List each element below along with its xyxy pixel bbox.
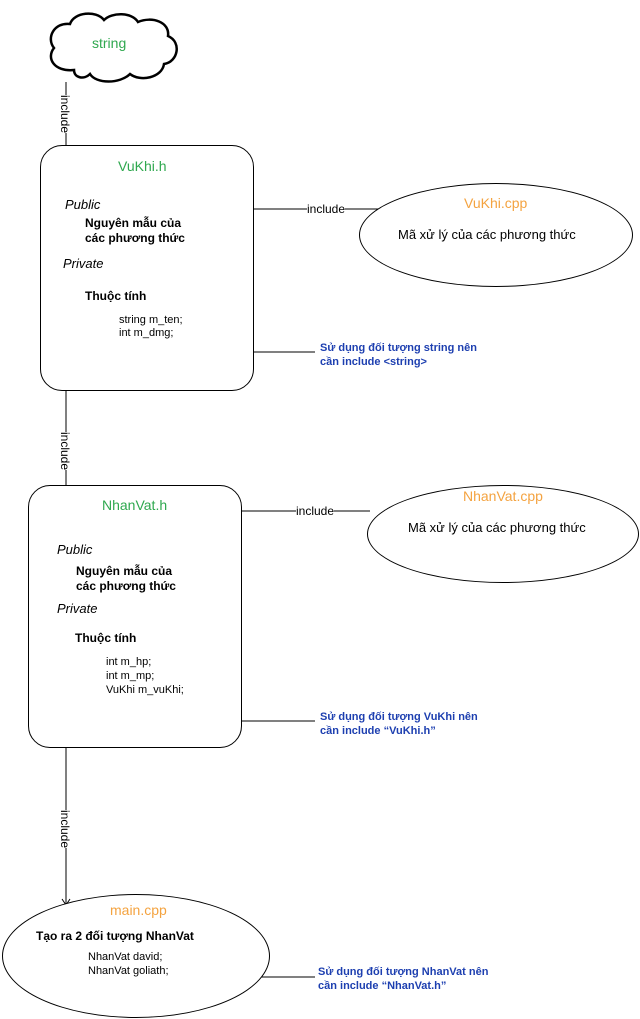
vukhi-h-title: VuKhi.h [118, 158, 167, 174]
vukhi-h-public-label: Public [65, 197, 101, 212]
vukhi-cpp-body: Mã xử lý của các phương thức [398, 227, 576, 242]
vukhi-cpp-ellipse [359, 183, 633, 287]
nhanvat-h-box [28, 485, 242, 748]
nhanvat-h-public-label: Public [57, 542, 93, 557]
include-label-nhanvat-cpp: include [296, 504, 335, 518]
main-cpp-ellipse [2, 894, 270, 1018]
nhanvat-h-methods-line2: các phương thức [76, 579, 176, 593]
nhanvat-h-attr-2: int m_mp; [106, 670, 155, 682]
note-nhanvat-line1: Sử dụng đối tượng VuKhi nên [320, 711, 478, 723]
vukhi-cpp-title: VuKhi.cpp [464, 195, 528, 211]
nhanvat-cpp-body: Mã xử lý của các phương thức [408, 520, 586, 535]
main-cpp-heading: Tạo ra 2 đối tượng NhanVat [36, 929, 194, 943]
note-nhanvat-line2: cần include “VuKhi.h” [320, 725, 436, 737]
cloud-label: string [92, 35, 127, 51]
include-label-cloud: include [58, 94, 73, 134]
vukhi-h-methods-line2: các phương thức [85, 231, 185, 245]
vukhi-h-private-label: Private [63, 256, 104, 271]
include-label-nhanvat: include [58, 809, 73, 849]
nhanvat-h-methods-line1: Nguyên mẫu của [76, 564, 173, 578]
nhanvat-h-attr-1: int m_hp; [106, 656, 152, 668]
main-cpp-line-1: NhanVat david; [88, 951, 163, 963]
note-main-line2: cần include “NhanVat.h” [318, 980, 447, 992]
note-vukhi-line1: Sử dụng đối tượng string nên [320, 342, 477, 354]
note-vukhi-line2: cần include <string> [320, 356, 427, 368]
include-label-vukhi-cpp: include [307, 202, 346, 216]
main-cpp-title: main.cpp [110, 902, 167, 918]
cloud-shape [49, 12, 178, 83]
vukhi-h-attr-2: int m_dmg; [119, 327, 174, 339]
include-label-vukhi: include [58, 431, 73, 471]
nhanvat-h-title: NhanVat.h [102, 497, 168, 513]
nhanvat-h-attributes-label: Thuộc tính [75, 631, 137, 645]
vukhi-h-attr-1: string m_ten; [119, 314, 183, 326]
vukhi-h-box [40, 145, 254, 391]
note-main-line1: Sử dụng đối tượng NhanVat nên [318, 966, 489, 978]
vukhi-h-attributes-label: Thuộc tính [85, 289, 147, 303]
vukhi-h-methods-line1: Nguyên mẫu của [85, 216, 182, 230]
nhanvat-h-attr-3: VuKhi m_vuKhi; [106, 684, 184, 696]
nhanvat-cpp-ellipse [367, 485, 639, 583]
nhanvat-cpp-title: NhanVat.cpp [463, 488, 543, 504]
nhanvat-h-private-label: Private [57, 601, 98, 616]
main-cpp-line-2: NhanVat goliath; [88, 965, 169, 977]
